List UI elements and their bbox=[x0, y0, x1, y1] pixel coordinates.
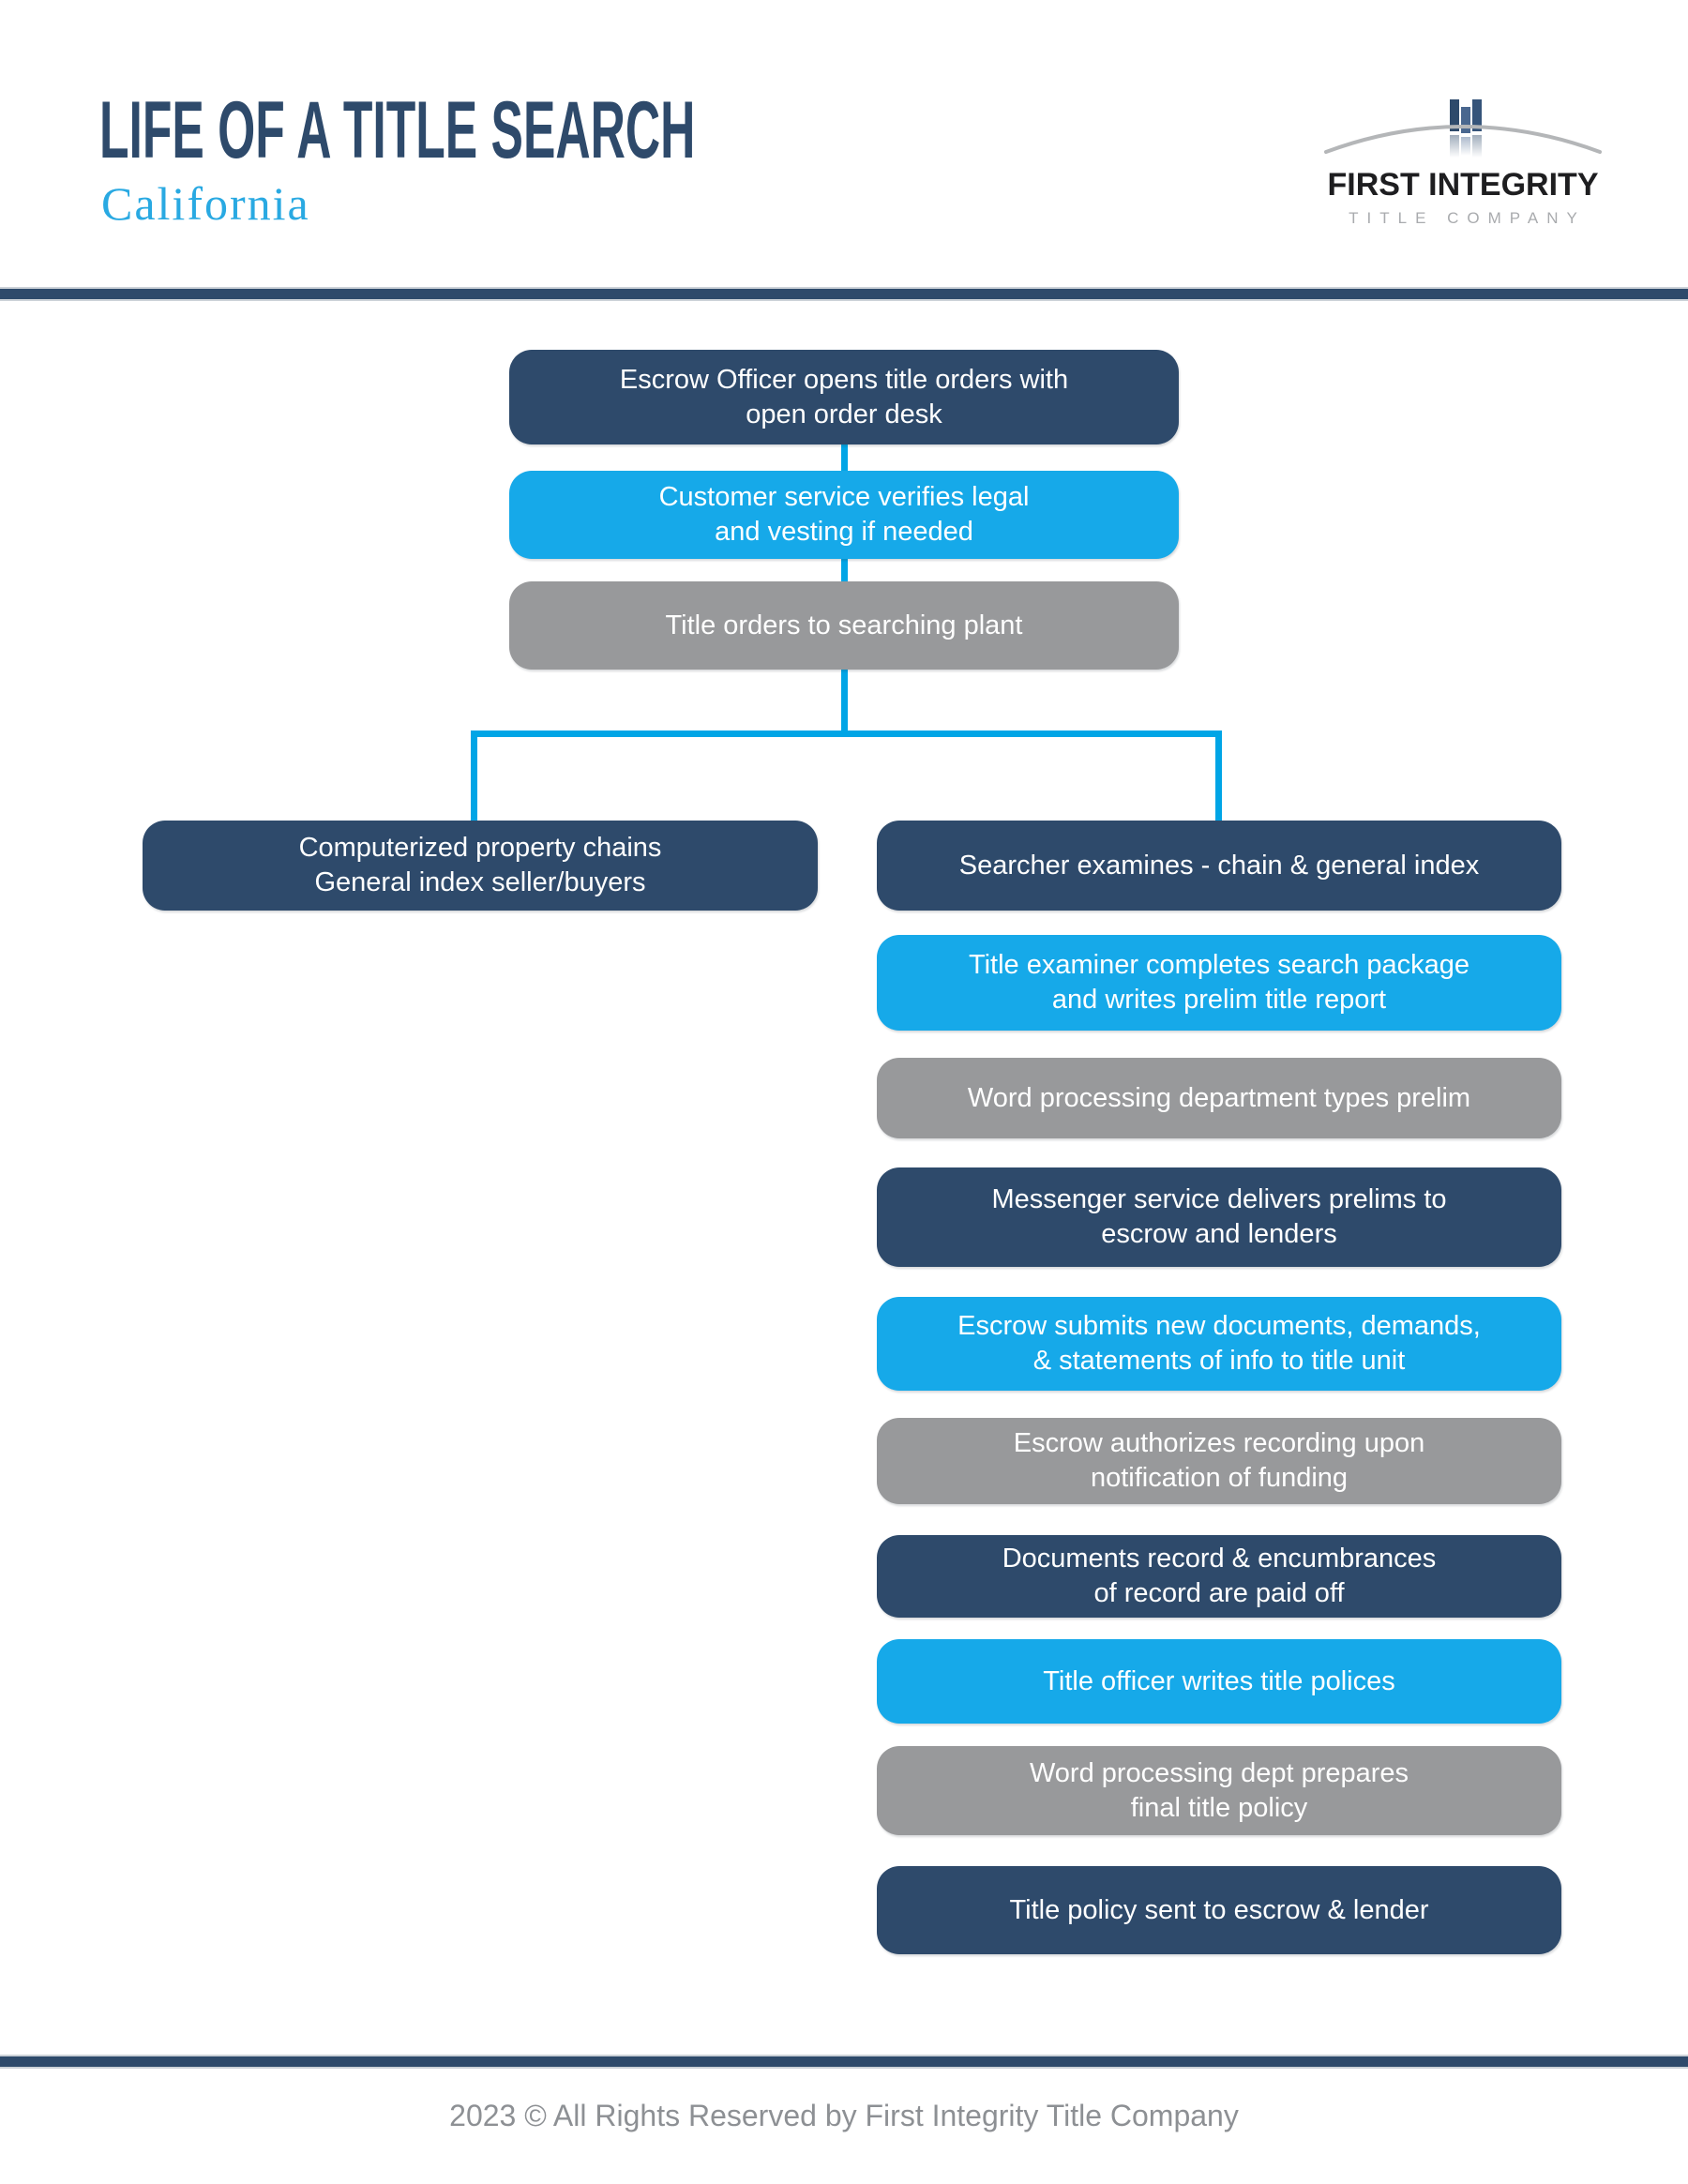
footer-divider bbox=[0, 2055, 1688, 2069]
flow-box-word-processing-types-prelim: Word processing department types prelim bbox=[877, 1058, 1561, 1138]
flow-box-documents-record-paid-off: Documents record & encumbrances of recor… bbox=[877, 1535, 1561, 1618]
connector-vertical-main bbox=[841, 413, 848, 737]
flow-box-escrow-opens-orders: Escrow Officer opens title orders with o… bbox=[509, 350, 1179, 444]
connector-horizontal-branch bbox=[471, 731, 1222, 737]
connector-left-drop bbox=[471, 731, 477, 821]
flow-box-text: escrow and lenders bbox=[1101, 1219, 1337, 1249]
flow-box-customer-service-verifies: Customer service verifies legal and vest… bbox=[509, 471, 1179, 559]
flow-box-text: Messenger service delivers prelims to bbox=[991, 1184, 1447, 1214]
flow-box-text: Title examiner completes search package bbox=[968, 950, 1470, 980]
flow-box-text: Escrow submits new documents, demands, bbox=[957, 1311, 1481, 1341]
flow-box-text: General index seller/buyers bbox=[314, 867, 646, 897]
flow-box-text: Word processing dept prepares bbox=[1029, 1757, 1409, 1788]
logo-tagline: TITLE COMPANY bbox=[1349, 209, 1586, 227]
flow-box-text: notification of funding bbox=[1090, 1463, 1349, 1493]
flow-box-policy-sent-to-escrow-lender: Title policy sent to escrow & lender bbox=[877, 1866, 1561, 1954]
flow-box-searcher-examines: Searcher examines - chain & general inde… bbox=[877, 821, 1561, 911]
flow-box-text: Computerized property chains bbox=[298, 833, 662, 863]
flow-box-text: and writes prelim title report bbox=[1051, 985, 1387, 1015]
flow-box-text: Escrow Officer opens title orders with bbox=[619, 364, 1069, 395]
flow-box-text: Title policy sent to escrow & lender bbox=[1009, 1894, 1429, 1925]
copyright-text: 2023 © All Rights Reserved by First Inte… bbox=[449, 2099, 1239, 2132]
flow-box-title-examiner-completes: Title examiner completes search package … bbox=[877, 935, 1561, 1031]
flow-box-text: open order desk bbox=[746, 399, 942, 429]
company-logo: FIRST INTEGRITY TITLE COMPANY bbox=[1308, 92, 1618, 228]
flow-box-text: Word processing department types prelim bbox=[967, 1082, 1471, 1113]
flow-box-escrow-authorizes-recording: Escrow authorizes recording upon notific… bbox=[877, 1418, 1561, 1504]
flow-box-title-officer-writes-policies: Title officer writes title polices bbox=[877, 1639, 1561, 1724]
flow-box-text: of record are paid off bbox=[1093, 1578, 1345, 1608]
page-title: LIFE OF A TITLE SEARCH bbox=[99, 85, 696, 175]
flow-box-text: Searcher examines - chain & general inde… bbox=[958, 850, 1480, 881]
flow-box-text: Title orders to searching plant bbox=[665, 610, 1023, 640]
flow-box-text: Title officer writes title polices bbox=[1043, 1665, 1395, 1696]
flow-box-messenger-delivers-prelims: Messenger service delivers prelims to es… bbox=[877, 1167, 1561, 1267]
flow-box-word-processing-final-policy: Word processing dept prepares final titl… bbox=[877, 1746, 1561, 1835]
header-divider bbox=[0, 287, 1688, 301]
flow-box-text: & statements of info to title unit bbox=[1032, 1346, 1406, 1376]
flow-box-text: Customer service verifies legal bbox=[658, 482, 1030, 512]
connector-right-drop bbox=[1215, 731, 1222, 821]
flow-box-orders-to-searching-plant: Title orders to searching plant bbox=[509, 581, 1179, 670]
flow-box-text: Documents record & encumbrances bbox=[1002, 1544, 1437, 1574]
flow-box-escrow-submits-documents: Escrow submits new documents, demands, &… bbox=[877, 1297, 1561, 1391]
flow-box-text: final title policy bbox=[1130, 1792, 1308, 1823]
flow-box-text: and vesting if needed bbox=[715, 517, 973, 547]
buildings-arc-icon bbox=[1324, 99, 1602, 158]
page-subtitle: California bbox=[101, 177, 310, 230]
flow-box-text: Escrow authorizes recording upon bbox=[1013, 1428, 1425, 1458]
flow-box-computerized-property-chains: Computerized property chains General ind… bbox=[143, 821, 818, 911]
logo-company-name: FIRST INTEGRITY bbox=[1327, 167, 1599, 203]
